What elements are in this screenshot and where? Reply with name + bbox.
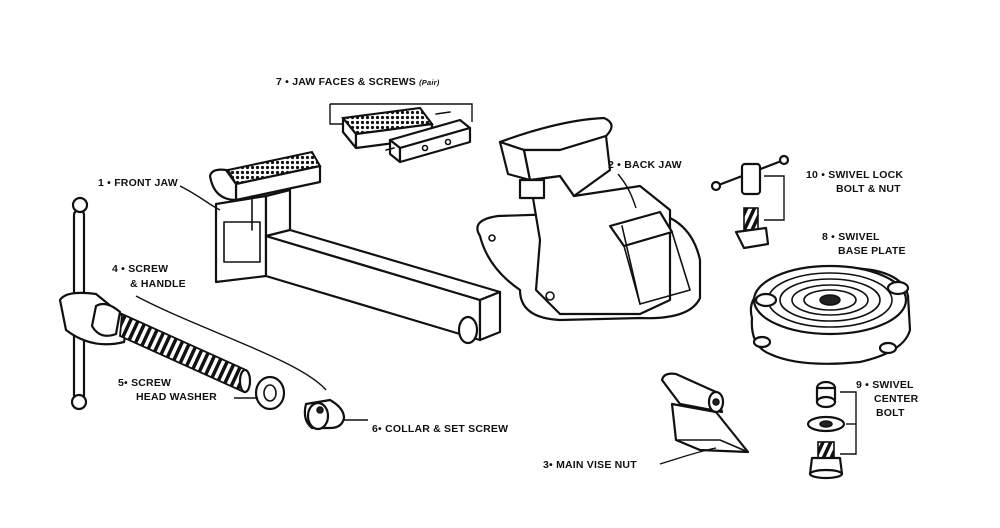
- swivel-lock-label-2: BOLT & NUT: [836, 183, 901, 195]
- front-jaw-leader: [179, 185, 221, 211]
- collar-label: 6• COLLAR & SET SCREW: [372, 423, 508, 435]
- screw-washer-label: 5• SCREW: [118, 377, 171, 389]
- screw-handle-label-2: & HANDLE: [130, 278, 186, 290]
- swivel-base-part: [749, 264, 912, 365]
- jaw-faces-label: 7 • JAW FACES & SCREWS (Pair): [276, 76, 440, 88]
- screw-handle-leader: [135, 295, 327, 391]
- swivel-lock-label: 10 • SWIVEL LOCK: [806, 169, 903, 181]
- screw-washer-label-2: HEAD WASHER: [136, 391, 217, 403]
- swivel-base-label-2: BASE PLATE: [838, 245, 906, 257]
- back-jaw-leader: [617, 173, 637, 209]
- vise-nut-label: 3• MAIN VISE NUT: [543, 459, 637, 471]
- center-bolt-part: [806, 380, 846, 480]
- swivel-lock-leader: [764, 175, 785, 221]
- front-jaw-part: [208, 150, 502, 345]
- center-bolt-label-2: CENTER: [874, 393, 919, 405]
- center-bolt-label: 9 • SWIVEL: [856, 379, 914, 391]
- center-bolt-label-3: BOLT: [876, 407, 905, 419]
- front-jaw-label: 1 • FRONT JAW: [98, 177, 178, 189]
- jaw-faces-leader: [329, 104, 342, 125]
- jaw-faces-part: [341, 106, 472, 164]
- center-bolt-leader: [840, 391, 857, 455]
- screw-washer-part: [254, 375, 286, 411]
- back-jaw-label: 2 • BACK JAW: [608, 159, 682, 171]
- screw-handle-part: [58, 196, 252, 411]
- screw-handle-label: 4 • SCREW: [112, 263, 168, 275]
- vise-nut-leader: [659, 447, 717, 465]
- swivel-base-label: 8 • SWIVEL: [822, 231, 880, 243]
- back-jaw-part: [476, 116, 702, 322]
- collar-part: [303, 398, 346, 431]
- swivel-lock-part: [710, 154, 790, 250]
- vise-nut-part: [660, 372, 750, 454]
